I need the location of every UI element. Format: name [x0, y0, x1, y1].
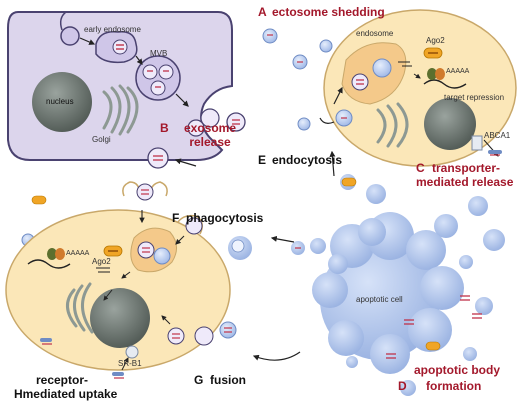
- label-d-letter: D: [398, 379, 407, 393]
- label-b-letter: B: [160, 121, 169, 135]
- recipient-cell-bottom: [5, 181, 231, 379]
- label-b-text-1: exosome: [183, 121, 237, 135]
- label-a-letter: A: [258, 5, 267, 19]
- recipient-nucleus-bottom: [90, 288, 150, 348]
- label-d-text-2: formation: [426, 379, 482, 393]
- label-early-endosome: early endosome: [84, 25, 141, 34]
- label-c-text-2: mediated release: [416, 175, 514, 189]
- apoptotic-cell: [312, 212, 464, 374]
- abca1-transporter: [471, 135, 502, 157]
- label-target-repression: target repression: [444, 93, 505, 102]
- label-e-letter: E: [258, 153, 267, 167]
- target-mrna-top: [423, 79, 467, 89]
- label-g-text: fusion: [210, 373, 246, 387]
- apoptotic-mirna: [386, 295, 482, 359]
- label-sr-b1: SR-B1: [118, 359, 142, 368]
- label-f-text: phagocytosis: [186, 211, 264, 225]
- sr-b1-receptor: [125, 345, 139, 359]
- donor-nucleus: [32, 72, 92, 132]
- label-ago2-top: Ago2: [426, 36, 445, 45]
- label-f-letter: F: [172, 211, 180, 225]
- recipient-golgi-bottom: [66, 282, 94, 334]
- label-ago2-left: Ago2: [92, 257, 111, 266]
- label-golgi: Golgi: [92, 135, 111, 144]
- label-c-letter: C: [416, 161, 425, 175]
- label-b-text-2: release: [189, 135, 231, 149]
- recipient-cell-top: [319, 9, 517, 167]
- donor-golgi: [102, 84, 139, 136]
- label-d-text-1: apoptotic body: [414, 363, 500, 377]
- label-h-text-1: receptor-: [35, 373, 88, 387]
- label-abca1: ABCA1: [484, 131, 511, 140]
- label-mvb: MVB: [150, 49, 168, 58]
- label-g-letter: G: [194, 373, 204, 387]
- target-mrna-bottom: [27, 259, 71, 269]
- label-apoptotic-cell: apoptotic cell: [356, 295, 403, 304]
- ectosomes: [262, 28, 333, 70]
- label-nucleus: nucleus: [46, 97, 74, 106]
- donor-cell: [7, 11, 233, 161]
- endocytosis-vesicles: [297, 109, 353, 131]
- label-h-text-2: mediated uptake: [22, 387, 118, 401]
- label-c-text-1: transporter-: [432, 161, 501, 175]
- recipient-golgi-top: [376, 102, 409, 148]
- donor-vesicle: [60, 26, 80, 46]
- released-exosomes: [147, 112, 246, 169]
- label-poly-a-bottom: AAAAA: [66, 250, 90, 257]
- recipient-nucleus-top: [424, 98, 476, 150]
- apoptotic-bodies: [310, 174, 505, 396]
- label-e-text: endocytosis: [272, 153, 343, 167]
- label-poly-a-top: AAAAA: [446, 68, 470, 75]
- label-a-text: ectosome shedding: [272, 5, 385, 19]
- label-h-letter: H: [14, 387, 23, 401]
- label-endosome: endosome: [356, 29, 394, 38]
